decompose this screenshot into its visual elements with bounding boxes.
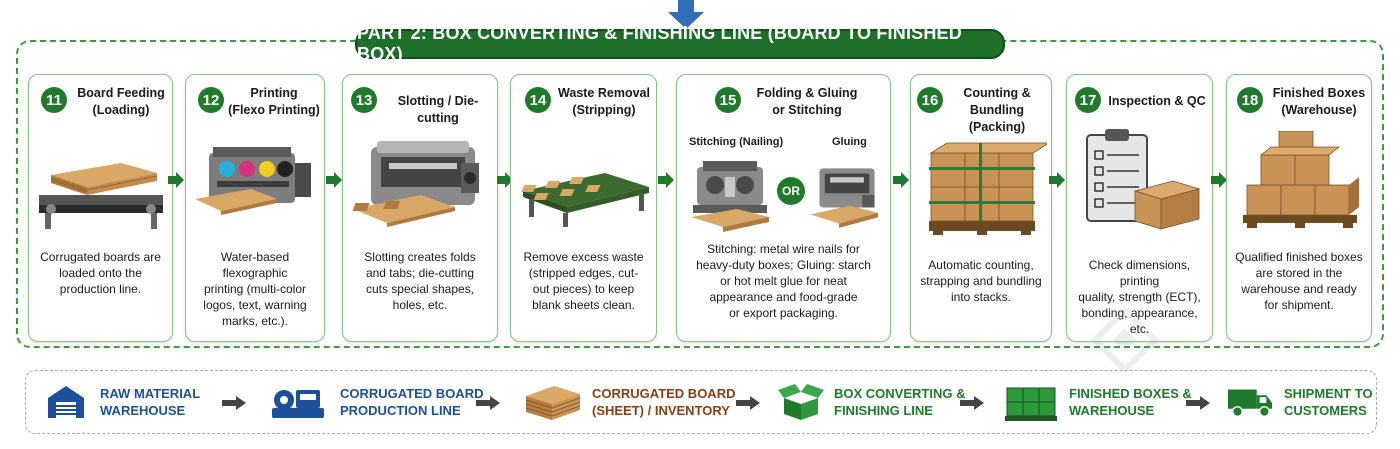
step-number: 17: [1075, 87, 1101, 113]
bundled-boxes-illustration: [929, 142, 1047, 235]
step-description: Remove excess waste (stripped edges, cut…: [523, 250, 644, 312]
arrow-right-icon: [1211, 172, 1227, 188]
box-pallet-icon: [1005, 387, 1057, 421]
step-number: 14: [525, 87, 551, 113]
open-box-icon: [778, 384, 824, 420]
step-card-12: 12 Printing (Flexo Printing) Water-based…: [185, 74, 325, 342]
step-title: Finished Boxes (Warehouse): [1272, 86, 1366, 117]
step-card-16: 16 Counting & Bundling (Packing) Automat…: [910, 74, 1052, 342]
stitching-label: Stitching (Nailing): [689, 136, 784, 148]
flow-step-board-inventory: CORRUGATED BOARD (SHEET) / INVENTORY: [524, 372, 735, 432]
step-description: Stitching: metal wire nails for heavy-du…: [696, 242, 871, 320]
step-number: 15: [715, 87, 741, 113]
step-description: Corrugated boards are loaded onto the pr…: [40, 250, 161, 296]
step-description: Check dimensions, printing quality, stre…: [1078, 258, 1201, 336]
step-title: Waste Removal (Stripping): [558, 86, 650, 117]
production-machine-icon: [272, 390, 324, 418]
arrow-right-icon: [222, 396, 246, 410]
arrow-right-icon: [476, 396, 500, 410]
board-conveyor-illustration: [39, 163, 163, 229]
flow-step-shipment: SHIPMENT TO CUSTOMERS: [1226, 372, 1373, 432]
flow-step-label: CORRUGATED BOARD (SHEET) / INVENTORY: [592, 386, 736, 418]
section-banner: PART 2: BOX CONVERTING & FINISHING LINE …: [355, 23, 1005, 64]
step-title: Inspection & QC: [1108, 94, 1206, 108]
gluing-machine-illustration: [810, 168, 879, 228]
flow-step-label: BOX CONVERTING & FINISHING LINE: [834, 386, 966, 418]
overall-flow-frame: [25, 370, 1377, 434]
gluing-label: Gluing: [832, 136, 867, 148]
arrow-right-icon: [497, 172, 513, 188]
step-card-15: 15 Folding & Gluing or Stitching Stitchi…: [676, 74, 891, 342]
flow-step-raw-material: RAW MATERIAL WAREHOUSE: [46, 372, 200, 432]
flow-step-label: RAW MATERIAL WAREHOUSE: [100, 386, 201, 418]
or-badge: OR: [777, 177, 805, 205]
step-card-14: 14 Waste Removal (Stripping) Remove exce…: [510, 74, 657, 342]
step-title: Board Feeding (Loading): [77, 86, 165, 117]
step-title: Slotting / Die-cutting: [397, 94, 479, 125]
watermark-logo: [1090, 305, 1160, 370]
board-stack-icon: [525, 386, 581, 420]
step-number: 12: [198, 87, 224, 113]
step-description: Automatic counting, strapping and bundli…: [920, 258, 1042, 304]
arrow-right-icon: [168, 172, 184, 188]
step-number: 16: [917, 87, 943, 113]
step-number: 13: [351, 87, 377, 113]
arrow-right-icon: [893, 172, 909, 188]
arrow-right-icon: [326, 172, 342, 188]
stitching-machine-illustration: [691, 161, 769, 232]
clipboard-checklist-illustration: [1086, 129, 1201, 230]
arrow-right-icon: [658, 172, 674, 188]
flow-step-finished-boxes: FINISHED BOXES & WAREHOUSE: [1003, 372, 1192, 432]
down-arrow-icon: [668, 0, 704, 29]
finished-boxes-pallet-illustration: [1243, 131, 1359, 228]
step-title: Folding & Gluing or Stitching: [756, 86, 858, 117]
arrow-right-icon: [736, 396, 760, 410]
flow-step-board-production: CORRUGATED BOARD PRODUCTION LINE: [270, 372, 483, 432]
step-title: Counting & Bundling (Packing): [963, 86, 1031, 134]
flow-step-label: SHIPMENT TO CUSTOMERS: [1284, 386, 1373, 418]
flow-step-label: CORRUGATED BOARD PRODUCTION LINE: [340, 386, 484, 418]
flow-step-box-converting: BOX CONVERTING & FINISHING LINE: [778, 372, 965, 432]
flow-step-label: FINISHED BOXES & WAREHOUSE: [1069, 386, 1192, 418]
step-title: Printing (Flexo Printing): [228, 86, 320, 117]
step-number: 18: [1237, 87, 1263, 113]
arrow-right-icon: [1049, 172, 1065, 188]
warehouse-icon: [48, 386, 84, 418]
step-number: 11: [41, 87, 67, 113]
step-card-13: 13 Slotting / Die-cutting Slotting creat…: [342, 74, 498, 342]
step-card-11: 11 Board Feeding (Loading) Corrugated bo…: [28, 74, 173, 342]
flexo-printer-illustration: [195, 147, 311, 215]
step-card-18: 18 Finished Boxes (Warehouse) Qualified …: [1226, 74, 1372, 342]
die-cutter-illustration: [352, 141, 479, 227]
waste-stripping-illustration: [521, 173, 649, 227]
step-description: Qualified finished boxes are stored in t…: [1235, 250, 1363, 312]
step-description: Water-based flexographic printing (multi…: [203, 250, 307, 328]
arrow-right-icon: [960, 396, 984, 410]
step-card-17: 17 Inspection & QC Check dimensions, pri…: [1066, 74, 1213, 342]
truck-icon: [1227, 389, 1273, 418]
step-description: Slotting creates folds and tabs; die-cut…: [364, 250, 476, 312]
arrow-right-icon: [1186, 396, 1210, 410]
